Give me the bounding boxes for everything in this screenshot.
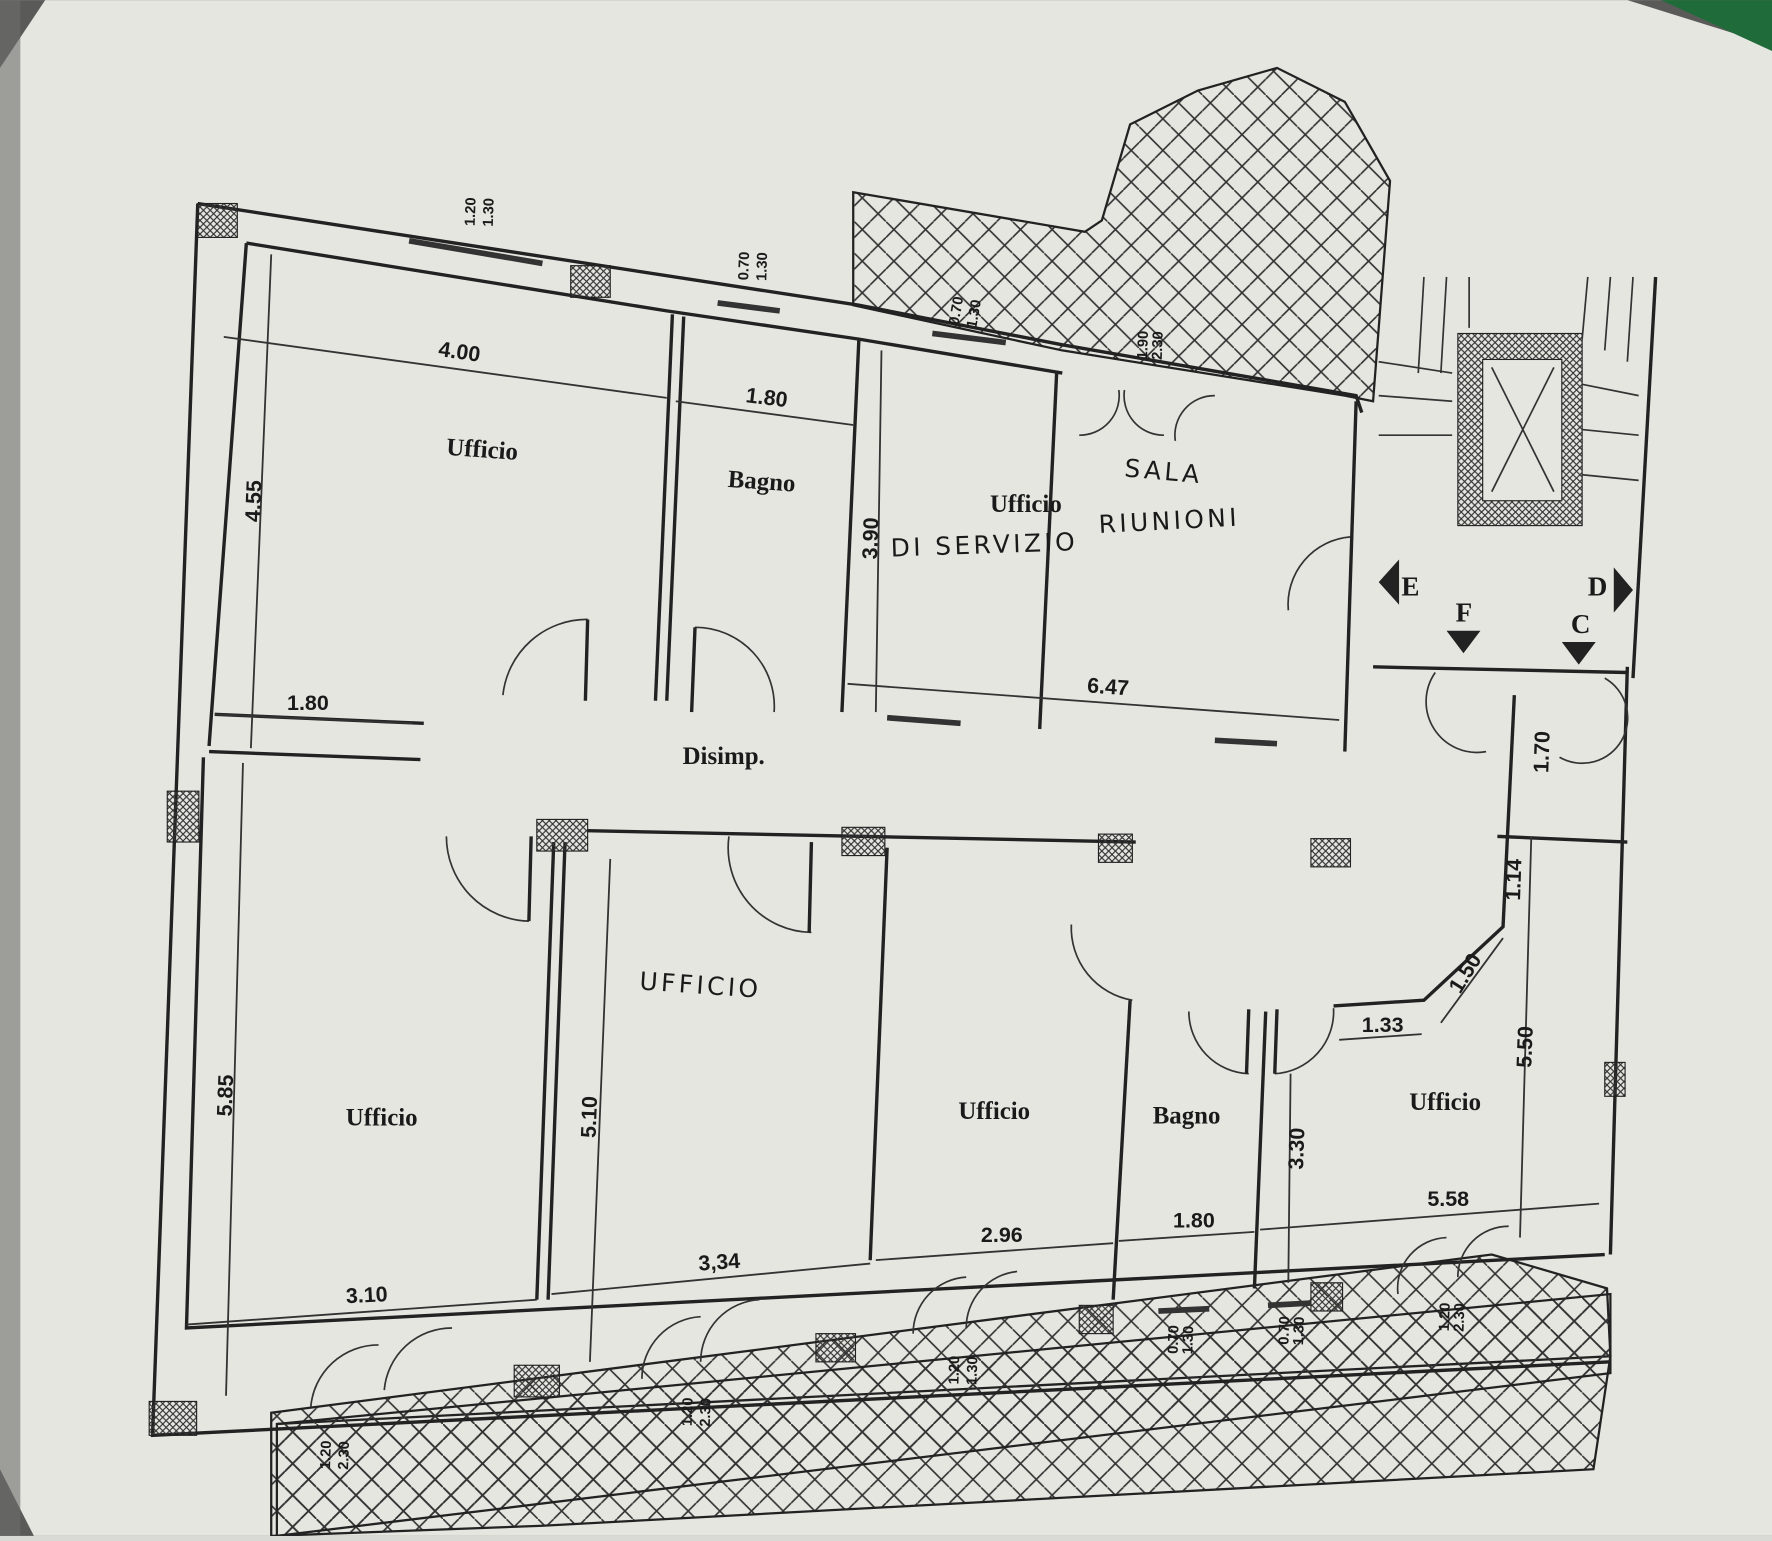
marker-c: C xyxy=(1571,609,1591,639)
section-arrow-icon xyxy=(1378,559,1400,605)
window-label-width: 1.90 xyxy=(1135,330,1152,359)
dim-label: 3.90 xyxy=(858,517,883,560)
room-label-ufficio-bottom-mid: Ufficio xyxy=(958,1098,1030,1125)
window-label-width: 1.20 xyxy=(946,1355,963,1384)
left-shadow xyxy=(0,0,21,1536)
dim-label: 5.10 xyxy=(577,1096,602,1139)
green-corner xyxy=(1661,0,1772,51)
dim-label: 5.50 xyxy=(1512,1026,1537,1069)
window-label-height: 1.30 xyxy=(1180,1325,1197,1354)
window-label-width: 0.70 xyxy=(1166,1325,1183,1354)
window-label-width: 1.20 xyxy=(318,1440,335,1469)
window-label-width: 1.20 xyxy=(463,197,480,226)
dim-label: 1.14 xyxy=(1501,858,1526,901)
room-label-ufficio-bottom-left: Ufficio xyxy=(346,1105,418,1132)
window-label-width: 0.70 xyxy=(736,251,753,280)
window-label-width: 0.70 xyxy=(1276,1316,1293,1345)
room-label-disimpegno: Disimp. xyxy=(683,743,765,770)
dim-label: 1.80 xyxy=(1173,1208,1215,1232)
dim-label: 1.80 xyxy=(287,691,329,715)
room-label-bagno-bottom: Bagno xyxy=(1153,1102,1221,1129)
window-label-height: 2.30 xyxy=(336,1441,353,1470)
dim-label: 5.85 xyxy=(213,1074,238,1117)
room-label-ufficio-bottom-right: Ufficio xyxy=(1409,1089,1481,1116)
window-label-height: 1.30 xyxy=(964,1356,981,1385)
window-label-height: 2.30 xyxy=(698,1398,715,1427)
section-arrow-icon xyxy=(1561,641,1596,665)
dim-label: 4.00 xyxy=(437,337,482,367)
handwritten-sala: SALA xyxy=(1123,454,1203,490)
room-label-ufficio-servizio: Ufficio xyxy=(990,491,1062,518)
window-label-width: 1.20 xyxy=(1437,1302,1454,1331)
dim-label: 3.10 xyxy=(345,1282,388,1308)
window-label-width: 0.70 xyxy=(947,295,968,326)
dim-label: 6.47 xyxy=(1086,673,1129,700)
terrace-bottom-fill xyxy=(275,1292,1612,1538)
interior-walls xyxy=(209,314,1628,1300)
pillars xyxy=(148,202,1626,1436)
doors xyxy=(309,389,1629,1408)
window-label-height: 1.30 xyxy=(964,298,985,329)
outer-walls xyxy=(150,201,1658,1438)
window-label-height: 2.30 xyxy=(1150,331,1167,360)
handwritten-di-servizio: DI SERVIZIO xyxy=(890,527,1078,563)
window-label-width: 1.20 xyxy=(680,1397,697,1426)
window-label-height: 2.30 xyxy=(1451,1303,1468,1332)
section-arrow-icon xyxy=(1613,567,1633,613)
terrace-top xyxy=(852,66,1392,403)
room-label-bagno: Bagno xyxy=(727,466,796,498)
dimension-lines xyxy=(186,254,1600,1396)
dim-label: 3,34 xyxy=(698,1249,741,1276)
room-label-ufficio: Ufficio xyxy=(445,434,519,466)
dim-label: 2.96 xyxy=(981,1223,1023,1247)
dim-label: 1.80 xyxy=(745,383,789,412)
marker-f: F xyxy=(1456,598,1473,628)
window-label-height: 1.30 xyxy=(1291,1316,1308,1345)
window-label-height: 1.30 xyxy=(754,252,771,281)
dim-label: 1.33 xyxy=(1362,1013,1404,1037)
dim-label: 1.70 xyxy=(1529,731,1554,774)
window-label-height: 1.30 xyxy=(481,198,498,227)
staircase xyxy=(1378,276,1639,482)
dim-label: 4.55 xyxy=(241,480,266,523)
marker-e: E xyxy=(1401,572,1419,602)
dim-label: 5.58 xyxy=(1427,1187,1469,1211)
marker-d: D xyxy=(1588,572,1608,602)
window-openings xyxy=(408,238,1312,1314)
dim-label: 3.30 xyxy=(1284,1127,1309,1170)
section-arrow-icon xyxy=(1446,630,1481,654)
section-markers: E F C D xyxy=(1378,559,1633,665)
